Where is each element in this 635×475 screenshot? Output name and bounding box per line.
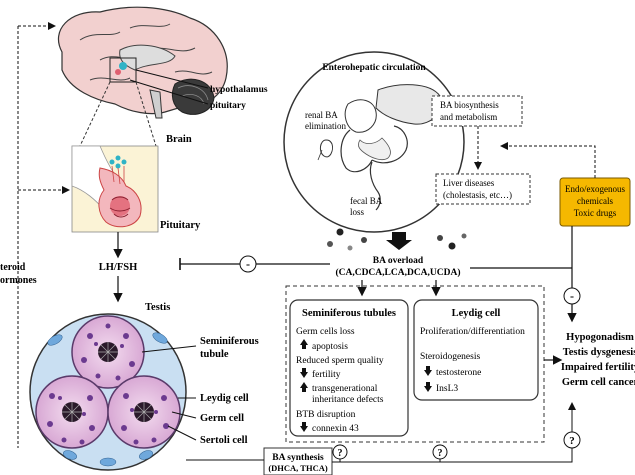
ba-biosynthesis-label-1: BA biosynthesis <box>440 100 499 110</box>
btb-text: BTB disruption <box>296 410 356 420</box>
liver-diseases-label-2: (cholestasis, etc…) <box>443 190 512 200</box>
minus-sign-lhfsh: - <box>246 257 250 271</box>
liver-diseases-label-1: Liver diseases <box>443 178 495 188</box>
outcome-testis-dysgenesis: Testis dysgenesis <box>563 347 635 358</box>
ba-synthesis-label-2: (DHCA, THCA) <box>268 463 328 473</box>
lhfsh-label: LH/FSH <box>99 262 138 273</box>
chemicals-label-2: chemicals <box>577 196 613 206</box>
ba-droplets <box>327 228 467 251</box>
chemicals-label-1: Endo/exogenous <box>565 184 625 194</box>
pituitary-illustration <box>71 145 159 233</box>
arrow-down-icon <box>300 368 308 378</box>
arrow-up-icon <box>300 339 308 349</box>
reduced-quality-text: Reduced sperm quality <box>296 356 384 366</box>
tubule-right <box>107 375 181 449</box>
chemicals-to-liver-arrow <box>500 142 596 178</box>
outcome-impaired-fertility: Impaired fertility <box>561 362 635 373</box>
seminiferous-label-2: tubule <box>200 349 229 360</box>
ba-biosynthesis-box <box>431 95 523 127</box>
minus-sign-outcome: - <box>570 289 574 303</box>
seminiferous-effects-box <box>289 299 409 437</box>
arrow-down-icon <box>424 366 432 376</box>
fertility-text: fertility <box>312 369 341 380</box>
renal-label-2: elimination <box>305 121 346 131</box>
leydig-effects-box <box>413 299 539 401</box>
outcome-germ-cell-cancer: Germ cell cancer <box>562 377 635 388</box>
transgenerational-text-2: inheritance defects <box>312 394 384 405</box>
fecal-label-1: fecal BA <box>350 196 383 206</box>
hypothalamus-pointer <box>135 69 209 89</box>
question-circle-3 <box>563 431 581 449</box>
question-mark-2: ? <box>438 448 443 459</box>
tubule-left <box>35 375 109 449</box>
hypothalamus-label: hypothalamus <box>210 85 268 95</box>
ba-overload-label-1: BA overload <box>373 256 424 266</box>
germ-pointer <box>171 411 197 419</box>
sertoli-label: Sertoli cell <box>200 435 248 446</box>
zoom-line-left <box>79 81 111 147</box>
seminiferous-label-1: Seminiferous <box>200 336 259 347</box>
question-circle-2 <box>432 444 448 460</box>
renal-label-1: renal BA <box>305 110 338 120</box>
sertoli-pointer <box>167 425 197 441</box>
arrow-down-icon <box>424 382 432 392</box>
brain-label: Brain <box>166 134 192 145</box>
ba-overload-label-2: (CA,CDCA,LCA,DCA,UCDA) <box>335 267 460 278</box>
ba-synthesis-label-1: BA synthesis <box>272 453 324 463</box>
transgenerational-text-1: transgenerational <box>312 384 378 394</box>
question-circle-1 <box>332 444 348 460</box>
proliferation-text: Proliferation/differentiation <box>420 326 525 337</box>
arrow-up-icon <box>300 382 308 392</box>
steroidogenesis-text: Steroidogenesis <box>420 352 480 362</box>
enterohepatic-title: Enterohepatic circulation <box>322 63 426 73</box>
ba-overload-arrow <box>386 232 412 250</box>
minus-circle-lhfsh <box>239 255 257 273</box>
testis-illustration <box>29 313 187 471</box>
brain-illustration <box>57 6 228 119</box>
testis-label: Testis <box>145 302 170 313</box>
question-mark-3: ? <box>569 435 575 447</box>
effects-dashed-box <box>285 285 545 443</box>
leydig-effects-title: Leydig cell <box>452 308 501 319</box>
testosterone-text: testosterone <box>436 368 481 378</box>
leydig-label: Leydig cell <box>200 393 249 404</box>
basynthesis-to-outcome-arrow <box>332 402 576 463</box>
steroid-hormones-label-2: ormones <box>0 275 37 286</box>
seminiferous-effects-title: Seminiferous tubules <box>302 308 396 319</box>
minus-circle-outcome <box>563 287 581 305</box>
insl3-text: InsL3 <box>436 384 458 394</box>
steroid-hormones-label-1: teroid <box>0 262 26 273</box>
zoom-line-right <box>135 81 157 147</box>
pituitary-pointer <box>129 79 209 105</box>
liver-diseases-box <box>435 173 531 205</box>
arrow-down-icon <box>300 422 308 432</box>
pituitary-label: Pituitary <box>160 220 201 231</box>
connexin-text: connexin 43 <box>312 424 359 434</box>
ba-biosynthesis-label-2: and metabolism <box>440 112 497 122</box>
seminiferous-pointer <box>141 345 197 353</box>
germ-loss-text: Germ cells loss <box>296 327 355 337</box>
ba-synthesis-box <box>263 447 333 475</box>
germ-label: Germ cell <box>200 413 244 424</box>
digestive-illustration <box>317 84 442 211</box>
outcome-hypogonadism: Hypogonadism <box>566 332 634 343</box>
fecal-label-2: loss <box>350 207 365 217</box>
question-mark-1: ? <box>338 448 343 459</box>
apoptosis-text: apoptosis <box>312 342 348 352</box>
pituitary-small-label: pituitary <box>210 101 246 111</box>
chemicals-label-3: Toxic drugs <box>574 208 617 218</box>
